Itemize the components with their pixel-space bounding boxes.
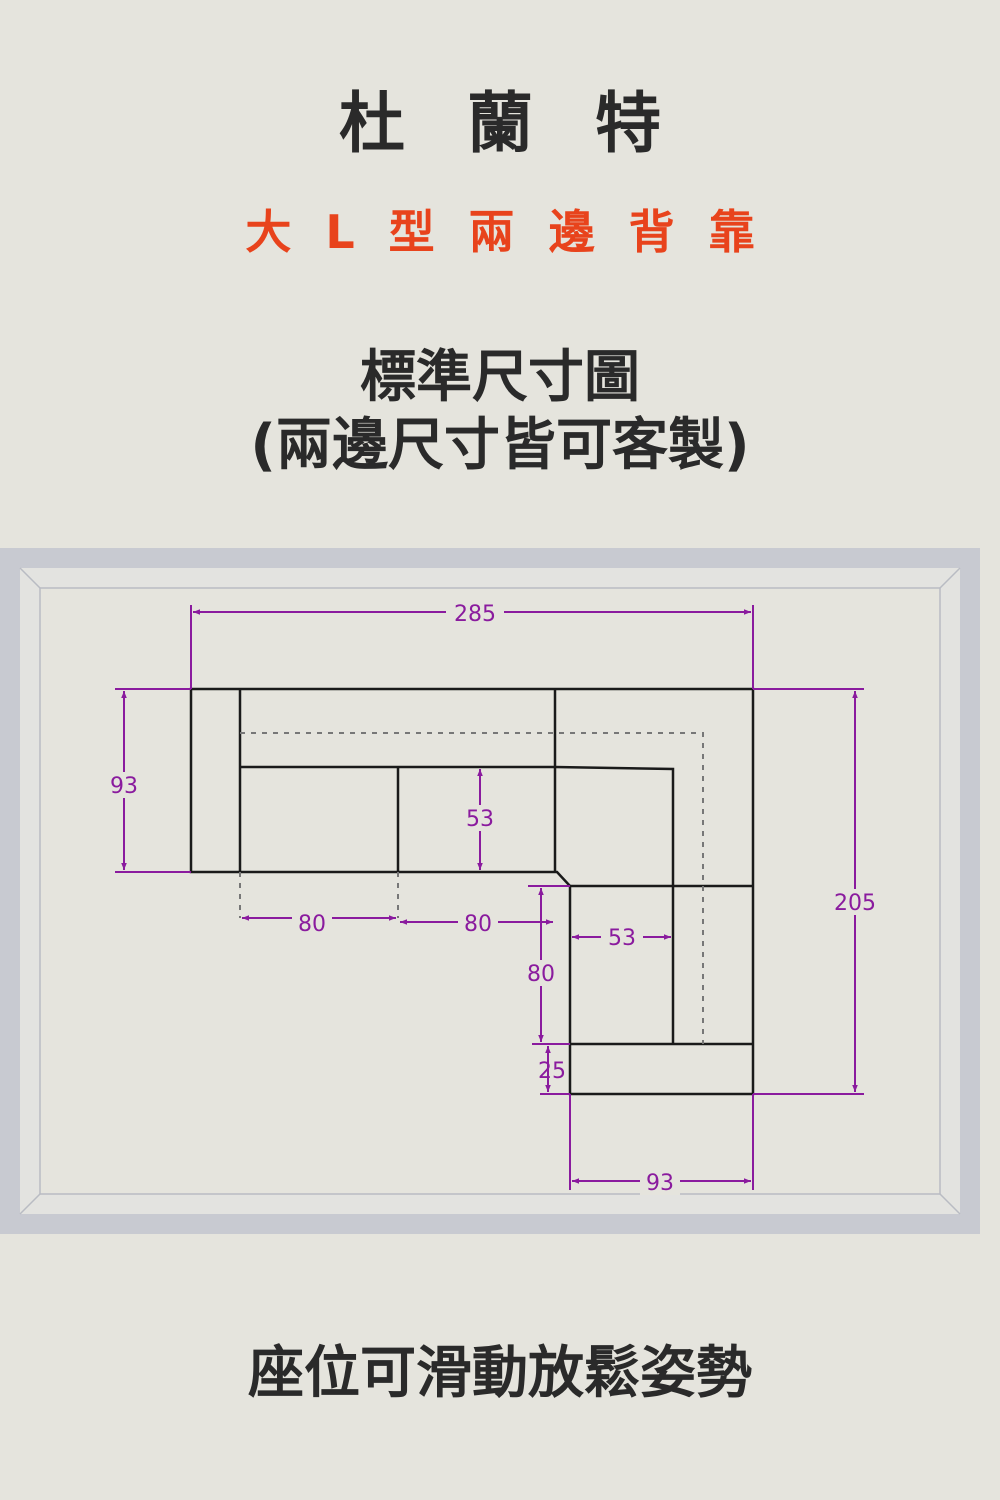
dim-total-width: 285: [454, 602, 496, 627]
dim-seat-depth-right: 53: [608, 926, 636, 951]
dim-left-depth: 93: [110, 774, 138, 799]
dim-seat-width-2: 80: [464, 912, 492, 937]
customization-note: (兩邊尺寸皆可客製): [250, 413, 750, 478]
product-subtitle: 大L型兩邊背靠: [245, 205, 789, 259]
dim-right-depth: 205: [834, 891, 876, 916]
backrest-dashed-line: [239, 732, 704, 1044]
dim-seat-depth-top: 53: [466, 807, 494, 832]
product-title: 杜蘭特: [339, 85, 723, 162]
dim-seat-length-right: 80: [527, 962, 555, 987]
footer-caption: 座位可滑動放鬆姿勢: [248, 1341, 752, 1406]
diagram-heading: 標準尺寸圖: [360, 345, 640, 410]
dim-armrest: 25: [538, 1059, 566, 1084]
dim-right-width: 93: [646, 1171, 674, 1196]
dim-seat-width-1: 80: [298, 912, 326, 937]
